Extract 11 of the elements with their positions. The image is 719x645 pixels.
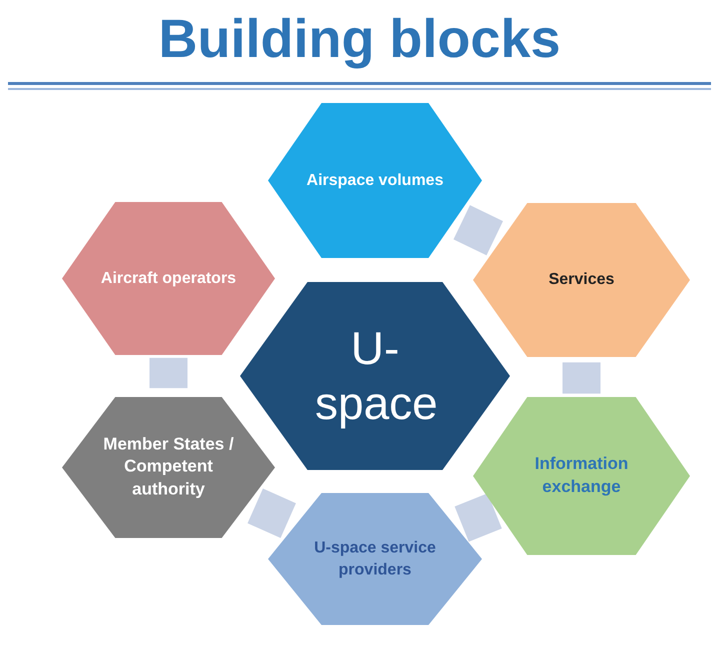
hexagon-label: Aircraft operators — [100, 268, 236, 289]
connector-band — [150, 358, 188, 388]
hexagon-label: U- space — [315, 320, 435, 431]
title: Building blocks — [158, 8, 561, 70]
hexagon-label: Airspace volumes — [306, 170, 444, 191]
hexagon-label: U-space service providers — [313, 538, 437, 580]
hexagon-label: Information exchange — [534, 453, 630, 498]
connector-band — [562, 362, 600, 394]
hexagon-label: Services — [548, 270, 614, 290]
hexagon-label: Member States / Competent authority — [102, 433, 235, 501]
connector-band — [454, 205, 503, 256]
